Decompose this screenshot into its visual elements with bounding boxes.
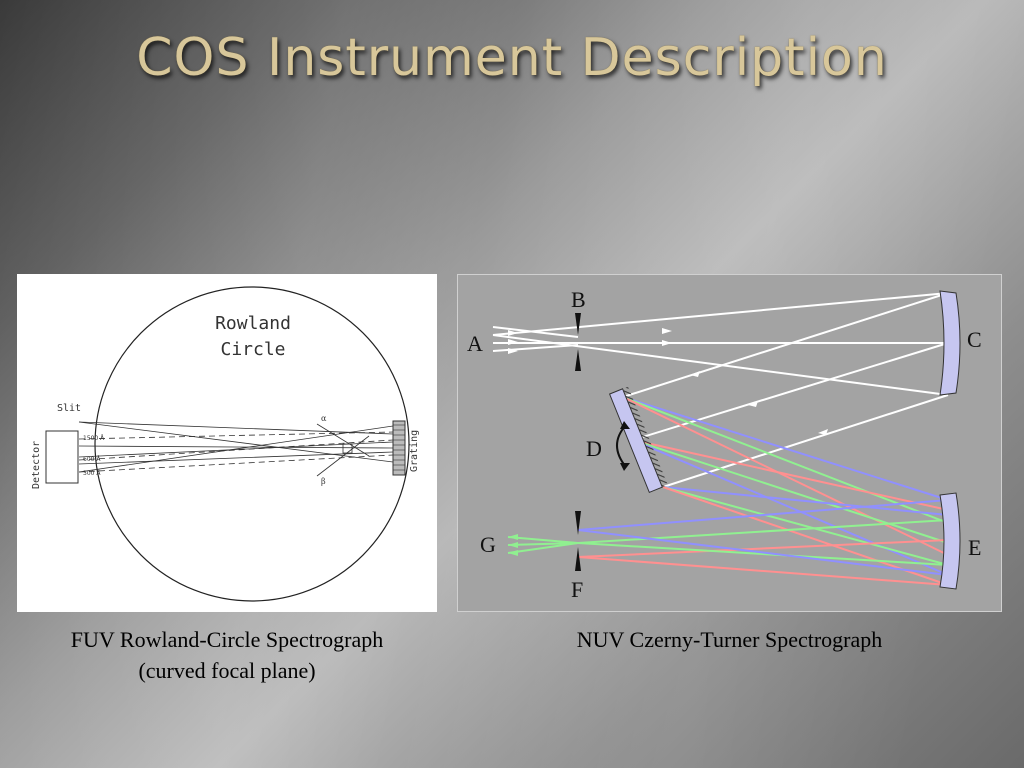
rowland-caption: FUV Rowland-Circle Spectrograph (curved … (17, 624, 437, 686)
slit-b (575, 313, 581, 371)
label-a: A (467, 331, 483, 356)
label-b: B (571, 287, 586, 312)
wavelength-label-600: 600 Å (83, 456, 101, 463)
angle-markers (316, 423, 370, 477)
mirror-e (939, 492, 961, 590)
label-e: E (968, 535, 981, 560)
mirror-c (939, 290, 961, 396)
detector-label: Detector (31, 441, 42, 489)
slit-label: Slit (57, 403, 81, 414)
rowland-diagram-panel: Rowland Circle Detector Slit Grating (17, 274, 437, 612)
label-f: F (571, 577, 583, 602)
colored-rays-to-g (507, 499, 949, 586)
rotation-arrowhead-top (620, 421, 630, 429)
grating-d (608, 386, 668, 494)
label-d: D (586, 436, 602, 461)
detector-box (45, 430, 79, 484)
rotation-arrowhead-bottom (620, 463, 630, 471)
colored-rays-to-e (622, 396, 949, 586)
white-rays (492, 292, 949, 488)
czerny-turner-diagram-panel: A B C D E F G (457, 274, 1002, 612)
rowland-caption-line-1: FUV Rowland-Circle Spectrograph (70, 627, 384, 652)
rowland-dashed-rays (78, 431, 394, 473)
rowland-circle-label-1: Rowland (215, 313, 291, 334)
czerny-caption: NUV Czerny-Turner Spectrograph (576, 627, 883, 652)
white-ray-arrows (508, 328, 828, 435)
label-c: C (967, 327, 982, 352)
g-arrows (508, 534, 518, 556)
rowland-caption-line-2: (curved focal plane) (138, 658, 316, 683)
rowland-circle (94, 286, 410, 602)
czerny-turner-diagram: A B C D E F G (467, 287, 982, 602)
beta-label: β (321, 477, 326, 486)
rowland-circle-label-2: Circle (220, 339, 285, 360)
alpha-label: α (321, 414, 327, 423)
label-g: G (480, 532, 496, 557)
rowland-rays (78, 421, 394, 473)
slit-f (575, 511, 581, 571)
grating-label: Grating (409, 430, 420, 472)
rowland-diagram: Rowland Circle Detector Slit Grating (31, 286, 420, 602)
grating (392, 420, 406, 476)
wavelength-label-300: 300 Å (83, 470, 101, 477)
wavelength-label-1500: 1500 Å (83, 435, 105, 442)
grating-hatching (393, 424, 405, 471)
slide-title: COS Instrument Description (136, 28, 888, 88)
